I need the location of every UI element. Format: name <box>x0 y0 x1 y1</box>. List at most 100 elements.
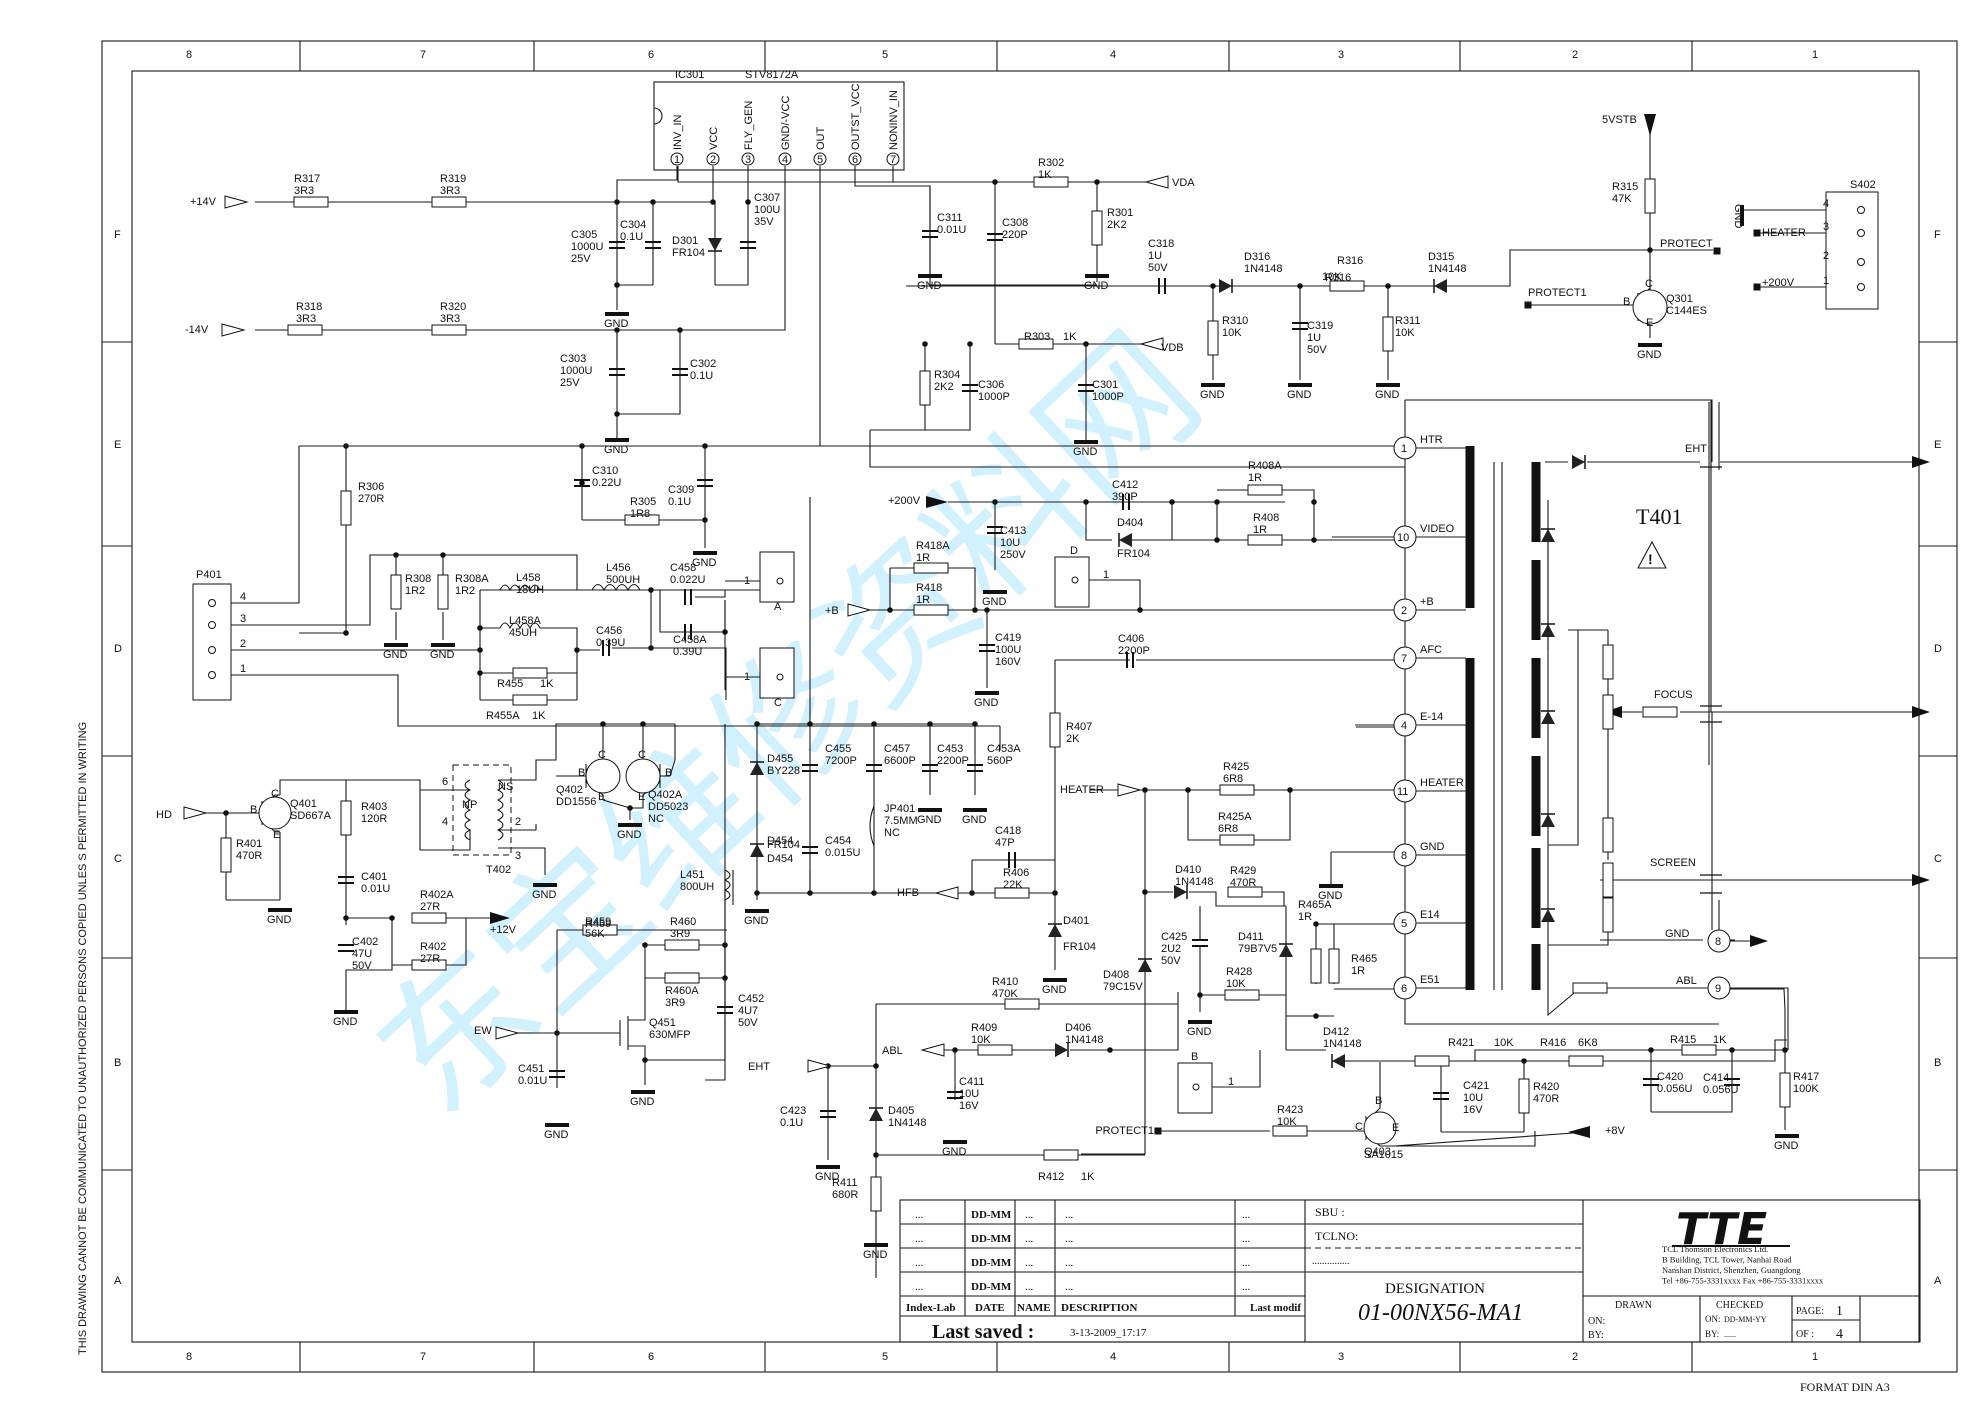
label-c302: C302 <box>690 358 716 370</box>
row-letter-left: C <box>114 853 122 865</box>
value-l451: 800UH <box>680 881 714 893</box>
label-d316: D316 <box>1244 251 1270 263</box>
capacitor-c453 <box>922 764 938 772</box>
value-c457: 6600P <box>884 755 916 767</box>
fbt-pin-number: 5 <box>1401 918 1407 930</box>
value-r320: 3R3 <box>440 313 460 325</box>
p401-pin-number: 1 <box>240 663 246 675</box>
svg-text:C: C <box>598 749 606 761</box>
p401-pin-number: 4 <box>240 591 246 603</box>
gnd-label: GND <box>604 318 629 330</box>
label-q301: Q301 <box>1666 293 1693 305</box>
value-c401: 0.01U <box>361 883 390 895</box>
label-r401: R401 <box>236 838 262 850</box>
resistor-r460a <box>664 972 700 984</box>
label-r418a: R418A <box>916 540 950 552</box>
col-number-top: 4 <box>1110 49 1116 61</box>
label-r425a: R425A <box>1218 811 1252 823</box>
gnd-label: GND <box>430 649 455 661</box>
svg-text:6: 6 <box>442 776 448 788</box>
copyright-side-text: THIS DRAWING CANNOT BE COMMUNICATED TO U… <box>77 722 89 1355</box>
value-c309: 0.1U <box>668 496 691 508</box>
ground-symbol: GND <box>1187 1020 1212 1038</box>
svg-text:R455A: R455A <box>486 710 520 722</box>
svg-text:CHECKED: CHECKED <box>1716 1300 1763 1311</box>
gnd-label: GND <box>982 596 1007 608</box>
svg-text:B: B <box>1623 296 1630 308</box>
eht-out-label: EHT <box>1685 443 1707 455</box>
svg-text:OF :: OF : <box>1796 1329 1814 1340</box>
gnd-label: GND <box>604 444 629 456</box>
net-v8: +8V <box>1605 1125 1626 1137</box>
label-q403: Q403 <box>1364 1146 1391 1158</box>
ground-symbol: GND <box>974 691 999 709</box>
ground-symbol: GND <box>1200 383 1225 401</box>
resistor-r408 <box>1247 534 1283 546</box>
value-c302: 0.1U <box>690 370 713 382</box>
capacitor-c456 <box>602 640 610 656</box>
resistor-r455a <box>512 694 548 706</box>
label-c458a: C458A <box>673 634 707 646</box>
value-r428: 10K <box>1226 978 1246 990</box>
label-c303: C303 <box>560 353 586 365</box>
label-r417: R417 <box>1793 1071 1819 1083</box>
label-c411: C411 <box>959 1076 984 1088</box>
diode-d315 <box>1433 279 1447 293</box>
resistor-r416 <box>1568 1055 1604 1067</box>
capacitor-c455 <box>802 764 818 772</box>
svg-text:FR104: FR104 <box>767 839 800 851</box>
value-d411: 79B7V5 <box>1238 943 1277 955</box>
gnd-label: GND <box>1200 389 1225 401</box>
diode-fbt-diode <box>1541 528 1555 542</box>
svg-text:GND: GND <box>1318 890 1343 902</box>
capacitor-c401 <box>338 876 354 884</box>
gnd-label: GND <box>532 889 557 901</box>
gnd-label: GND <box>1084 280 1109 292</box>
tte-logo: TTE <box>1676 1204 1767 1255</box>
value-c421: 16V <box>1463 1104 1483 1116</box>
svg-text:TCLNO:: TCLNO: <box>1315 1229 1358 1243</box>
gnd-label: GND <box>267 914 292 926</box>
gnd-label: GND <box>630 1096 655 1108</box>
capacitor-c453a <box>967 764 983 772</box>
row-letter-left: D <box>114 643 122 655</box>
value-c304: 0.1U <box>620 231 643 243</box>
connector-s402 <box>1825 191 1879 310</box>
ic-pin-number: 7 <box>890 154 896 166</box>
revision-cell: ... <box>1025 1233 1034 1245</box>
svg-text:R416: R416 <box>1540 1037 1566 1049</box>
fbt-abl-pin: 9 <box>1715 983 1721 995</box>
label-c414: C414 <box>1703 1072 1729 1084</box>
connector-c-pin: 1 <box>744 671 750 683</box>
value-d406: 1N4148 <box>1065 1034 1104 1046</box>
gnd-label: GND <box>744 915 769 927</box>
value-l458: 18UH <box>516 584 544 596</box>
p401-pin-number: 2 <box>240 638 246 650</box>
value-c454: 0.015U <box>825 847 861 859</box>
connector-d <box>1054 556 1090 608</box>
revision-cell: ... <box>1025 1209 1034 1221</box>
label-r410: R410 <box>992 976 1018 988</box>
value-c425: 50V <box>1161 955 1181 967</box>
value-c318: 1U <box>1148 250 1162 262</box>
capacitor-c451 <box>549 1070 565 1078</box>
net-abl: ABL <box>882 1045 903 1057</box>
col-number-top: 5 <box>882 49 888 61</box>
connector-a <box>759 551 795 603</box>
value-c307: 35V <box>754 216 774 228</box>
capacitor-c301 <box>1078 384 1094 392</box>
value-r407: 2K <box>1066 733 1080 745</box>
revision-cell: ... <box>915 1209 924 1221</box>
svg-text:D454: D454 <box>767 853 793 865</box>
resistor-r465a <box>1310 948 1322 984</box>
diode-fbt-diode <box>1541 813 1555 827</box>
label-c412: C412 <box>1112 479 1138 491</box>
row-letter-left: E <box>114 439 121 451</box>
row-letter-right: B <box>1934 1057 1941 1069</box>
svg-text:STV8172A: STV8172A <box>745 69 799 81</box>
value-c413: 250V <box>1000 549 1026 561</box>
inductor-l451 <box>723 869 731 901</box>
resistor-r459 <box>582 924 618 936</box>
svg-text:NAME: NAME <box>1017 1302 1051 1314</box>
capacitor-c402 <box>338 944 354 952</box>
